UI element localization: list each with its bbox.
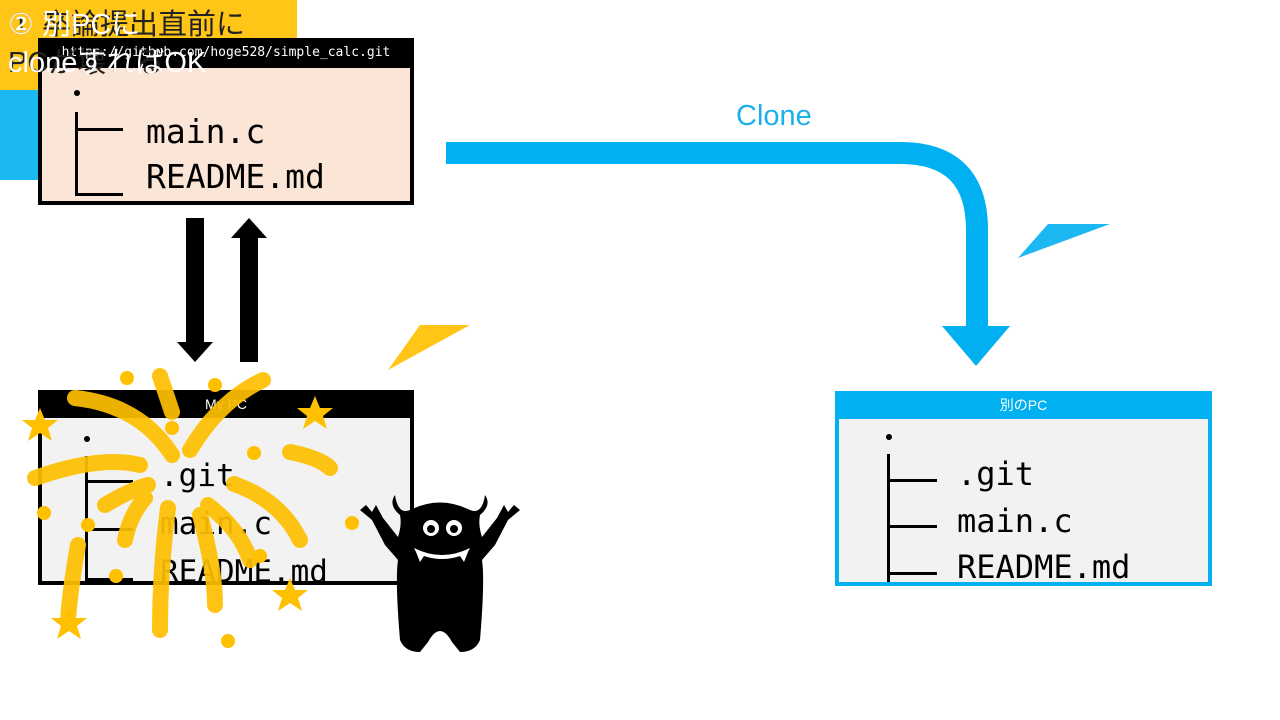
firework-ray [67, 390, 180, 463]
monster-pupil [450, 525, 458, 533]
firework-ray [282, 444, 338, 476]
firework-ray [117, 490, 153, 548]
tree-file: main.c [146, 112, 266, 151]
callout-step1-line2: PCが壊れる [8, 47, 165, 79]
star-icon [272, 578, 308, 611]
firework-icon [27, 368, 338, 638]
push-pull-arrows-icon [177, 218, 267, 362]
callout-step1-line1: ① 卒論提出直前に [8, 9, 246, 41]
firework-ray [27, 454, 148, 486]
callout1-tail [388, 325, 470, 370]
star-icons [22, 396, 333, 639]
firework-ray [192, 507, 223, 613]
pull-arrow-shaft [186, 218, 204, 342]
tree-branch [887, 479, 937, 482]
callout-step2-line1: ② 別PCに [8, 9, 141, 41]
tree-branch [85, 578, 133, 581]
tree-trunk [887, 454, 890, 582]
callout2-tail [1018, 224, 1110, 258]
monster-pupil [427, 525, 435, 533]
clone-arrow-icon [446, 142, 1010, 366]
tree-file: README.md [146, 157, 325, 196]
tree-branch [887, 572, 937, 575]
firework-dots [37, 371, 359, 648]
remote-repo-url: https://github.com/hoge528/simple_calc.g… [61, 45, 391, 60]
firework-ray [226, 476, 308, 548]
firework-ray [97, 477, 156, 513]
tree-branch [85, 480, 133, 483]
clone-label: Clone [736, 100, 812, 132]
tree-branch [85, 528, 133, 531]
star-icon [297, 396, 333, 429]
pull-arrow-head [177, 342, 213, 362]
clone-arrow-path [446, 142, 988, 330]
push-arrow-shaft [240, 238, 258, 362]
other-pc-title: 別のPC [999, 397, 1048, 413]
tree-file: .git [957, 455, 1035, 493]
monster-mouth [414, 548, 470, 562]
tree-root [74, 90, 80, 96]
firework-ray [152, 500, 176, 638]
clone-arrow-head [942, 326, 1010, 366]
tree-root [886, 434, 892, 440]
firework-ray [152, 368, 180, 420]
tree-trunk [75, 112, 78, 196]
firework-ray [182, 372, 271, 458]
firework-ray [200, 497, 258, 568]
other-pc-tree: .git main.c README.md [839, 419, 1208, 586]
push-arrow-head [231, 218, 267, 238]
remote-repo-window: https://github.com/hoge528/simple_calc.g… [38, 38, 414, 205]
monster-body [360, 495, 520, 652]
tree-branch [887, 525, 937, 528]
other-pc-window: 別のPC .git main.c README.md [835, 391, 1212, 586]
star-icon [22, 408, 58, 441]
tree-file: README.md [957, 548, 1131, 586]
callout-step2-line2: cloneすればOK [8, 47, 207, 79]
tree-branch [75, 128, 123, 131]
monster-icon [360, 495, 520, 652]
tree-root [84, 436, 90, 442]
tree-file: main.c [957, 502, 1073, 540]
tree-file: .git [160, 458, 235, 494]
remote-repo-tree: main.c README.md [42, 68, 410, 201]
star-icon [51, 606, 87, 639]
tree-branch [75, 193, 123, 196]
